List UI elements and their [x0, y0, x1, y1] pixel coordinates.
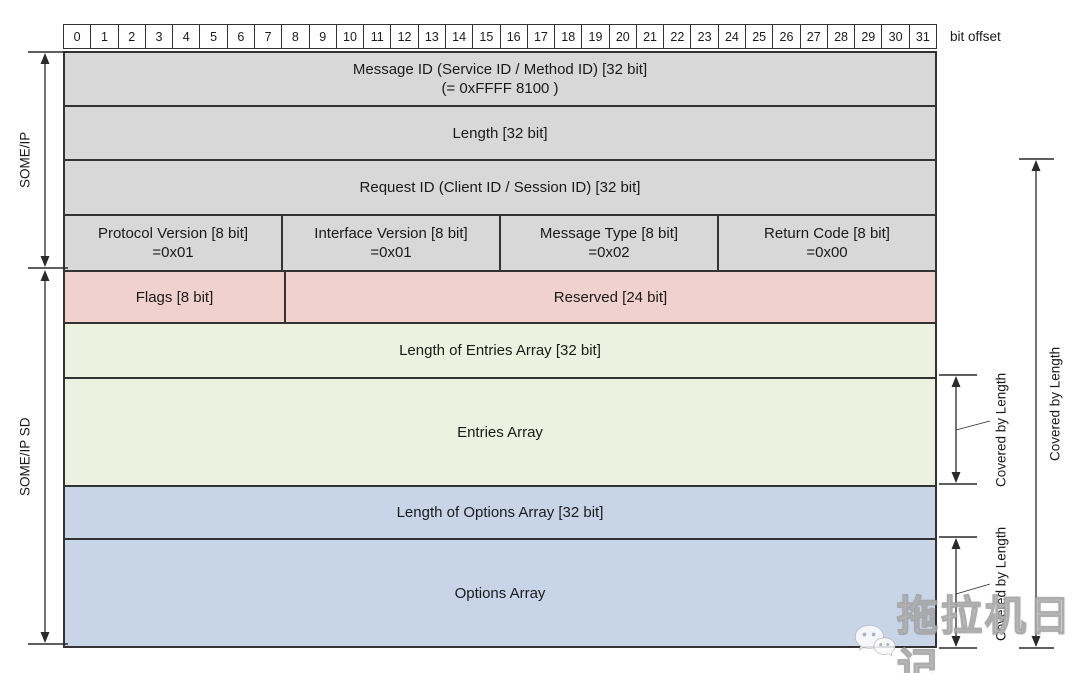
field-value: =0x02: [588, 244, 630, 261]
bit-cell: 23: [691, 25, 719, 48]
bit-cell: 14: [446, 25, 474, 48]
field-label: Protocol Version [8 bit]: [97, 225, 249, 242]
row-request-id: Request ID (Client ID / Session ID) [32 …: [65, 159, 935, 214]
bit-cell: 19: [582, 25, 610, 48]
field-entries-array: Entries Array: [65, 379, 935, 485]
field-label: Interface Version [8 bit]: [314, 225, 468, 242]
field-label: Options Array: [454, 584, 546, 602]
field-protocol-version: Protocol Version [8 bit] =0x01: [65, 216, 281, 270]
row-message-id: Message ID (Service ID / Method ID) [32 …: [65, 53, 935, 105]
bit-cell: 30: [882, 25, 910, 48]
field-label: Length of Entries Array [32 bit]: [399, 342, 601, 359]
bit-cell: 22: [664, 25, 692, 48]
field-message-id: Message ID (Service ID / Method ID) [32 …: [65, 53, 935, 105]
bit-cell: 2: [119, 25, 146, 48]
someip-sd-span-label: SOME/IP SD: [17, 417, 33, 497]
bit-cell: 13: [419, 25, 446, 48]
covered-by-length-overall-label: Covered by Length: [1047, 346, 1063, 462]
bit-cell: 21: [637, 25, 665, 48]
row-length: Length [32 bit]: [65, 105, 935, 159]
someip-span-label: SOME/IP: [17, 131, 33, 189]
bit-cell: 6: [228, 25, 255, 48]
bit-cell: 11: [364, 25, 392, 48]
row-version-fields: Protocol Version [8 bit] =0x01 Interface…: [65, 214, 935, 270]
field-value: =0x00: [806, 244, 848, 261]
row-options-array: Options Array: [65, 538, 935, 646]
bit-cell: 10: [337, 25, 365, 48]
bit-cell: 18: [555, 25, 583, 48]
field-label: Return Code [8 bit]: [764, 225, 890, 242]
entries-coverage-arrow: [939, 374, 991, 485]
covered-by-length-options-label: Covered by Length: [993, 526, 1009, 642]
field-value: =0x01: [152, 244, 194, 261]
bit-cell: 5: [200, 25, 228, 48]
field-label: Request ID (Client ID / Session ID) [32 …: [359, 179, 641, 196]
field-message-type: Message Type [8 bit] =0x02: [499, 216, 717, 270]
bit-cell: 15: [473, 25, 501, 48]
bit-cell: 17: [528, 25, 556, 48]
field-request-id: Request ID (Client ID / Session ID) [32 …: [65, 161, 935, 214]
bit-cell: 31: [915, 29, 930, 44]
field-label: Entries Array: [457, 423, 543, 441]
bit-cell: 29: [855, 25, 883, 48]
covered-by-length-entries-label: Covered by Length: [993, 372, 1009, 488]
bit-cell: 0: [64, 25, 92, 48]
field-value: (= 0xFFFF 8100 ): [441, 80, 559, 97]
field-label: Length [32 bit]: [452, 124, 548, 142]
bit-cell: 7: [255, 25, 283, 48]
field-label: Message ID (Service ID / Method ID) [32 …: [352, 61, 648, 78]
field-interface-version: Interface Version [8 bit] =0x01: [281, 216, 499, 270]
bit-cell: 27: [801, 25, 828, 48]
bit-cell: 24: [719, 25, 747, 48]
field-label: Reserved [24 bit]: [553, 288, 668, 306]
bit-cell: 4: [173, 25, 201, 48]
bit-cell: 25: [746, 25, 774, 48]
packet-table: Message ID (Service ID / Method ID) [32 …: [63, 51, 937, 648]
bit-cell: 12: [391, 25, 419, 48]
options-coverage-arrow: [939, 536, 991, 649]
bit-cell: 1: [91, 25, 119, 48]
field-length-of-entries-array: Length of Entries Array [32 bit]: [65, 324, 935, 377]
field-flags: Flags [8 bit]: [65, 272, 284, 322]
field-options-array: Options Array: [65, 540, 935, 646]
row-length-of-options: Length of Options Array [32 bit]: [65, 485, 935, 538]
row-entries-array: Entries Array: [65, 377, 935, 485]
bit-cell: 3: [146, 25, 174, 48]
field-length: Length [32 bit]: [65, 107, 935, 159]
bit-cell: 26: [773, 25, 801, 48]
field-label: Length of Options Array [32 bit]: [396, 504, 604, 521]
field-length-of-options-array: Length of Options Array [32 bit]: [65, 487, 935, 538]
bit-cell: 8: [282, 25, 310, 48]
field-reserved: Reserved [24 bit]: [284, 272, 935, 322]
field-label: Flags [8 bit]: [135, 288, 214, 306]
bit-cell: 28: [828, 25, 856, 48]
row-length-of-entries: Length of Entries Array [32 bit]: [65, 322, 935, 377]
field-label: Message Type [8 bit]: [539, 225, 679, 242]
field-value: =0x01: [370, 244, 412, 261]
bit-offset-label: bit offset: [950, 29, 1001, 44]
bit-cell: 16: [501, 25, 528, 48]
bit-cell: 20: [610, 25, 637, 48]
bit-cell: 9: [310, 25, 337, 48]
row-flags-reserved: Flags [8 bit] Reserved [24 bit]: [65, 270, 935, 322]
field-return-code: Return Code [8 bit] =0x00: [717, 216, 935, 270]
